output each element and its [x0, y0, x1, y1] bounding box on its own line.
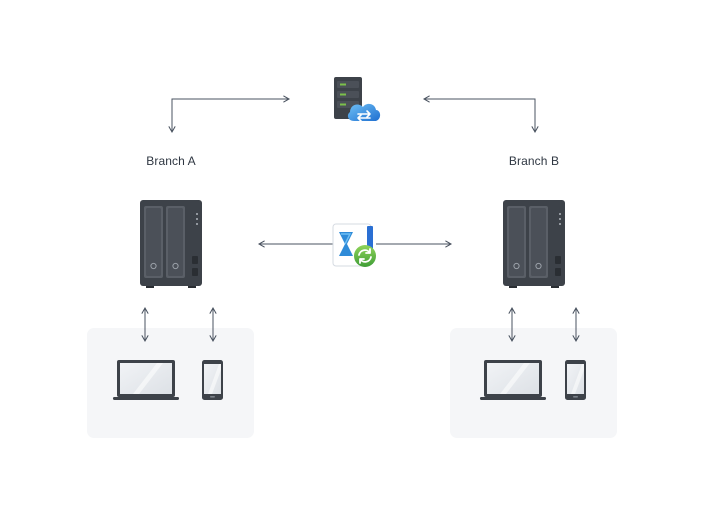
- nas-device-icon: [503, 200, 565, 288]
- drive-sync-app-icon: [332, 223, 376, 267]
- nas-device-icon: [140, 200, 202, 288]
- cloud-sync-server-icon: [334, 77, 381, 122]
- connection-cloud-to-branch-a: [168, 95, 291, 134]
- branch-b-label: Branch B: [508, 154, 560, 168]
- connection-cloud-to-branch-b: [422, 95, 539, 134]
- laptop-icon: [480, 360, 546, 400]
- branch-a-label: Branch A: [146, 154, 196, 168]
- laptop-icon: [113, 360, 179, 400]
- smartphone-icon: [202, 360, 223, 400]
- smartphone-icon: [565, 360, 586, 400]
